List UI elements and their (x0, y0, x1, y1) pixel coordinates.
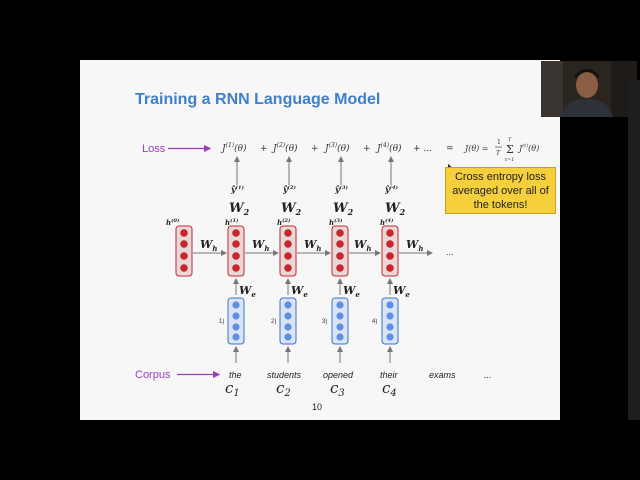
callout-line-1: Cross entropy loss (454, 171, 547, 183)
svg-text:h(2): h(2) (277, 217, 291, 227)
rnn-diagram: Loss J(1)(θ) + J(2)(θ) + J(3)(θ) + J(4)(… (135, 137, 539, 399)
loss-label: Loss (142, 143, 166, 155)
svg-text:J(2)(θ): J(2)(θ) (271, 142, 298, 154)
presenter-image (541, 61, 637, 117)
svg-text:h(4): h(4) (380, 217, 394, 227)
svg-text:We: We (343, 284, 360, 299)
svg-text:2): 2) (271, 319, 276, 325)
word-the: the (229, 370, 242, 380)
svg-text:T: T (496, 150, 501, 157)
svg-text:3): 3) (322, 319, 327, 325)
plus-1: + (260, 144, 268, 154)
slide-title: Training a RNN Language Model (135, 91, 381, 108)
svg-text:J(3)(θ): J(3)(θ) (323, 142, 350, 154)
svg-text:J(1)(θ): J(1)(θ) (220, 142, 247, 154)
svg-text:c4: c4 (382, 379, 397, 399)
svg-text:Wh: Wh (406, 238, 423, 253)
timestep-column-4: ŷ(4) W2 h(4) We 4) (372, 156, 410, 363)
plus-ellipsis: + ... (413, 144, 432, 154)
callout-line-2: averaged over all of (452, 185, 549, 197)
callout-line-3: the tokens! (473, 199, 528, 211)
slide-number: 10 (312, 402, 323, 412)
svg-text:4): 4) (372, 319, 377, 325)
svg-text:ŷ(1): ŷ(1) (230, 184, 245, 194)
timestep-column-3: ŷ(3) W2 h(3) We 3) (322, 156, 360, 363)
svg-text:Wh: Wh (304, 238, 321, 253)
svg-text:J(θ) =: J(θ) = (463, 144, 489, 153)
svg-text:W2: W2 (385, 201, 406, 217)
word-students: students (267, 370, 302, 380)
word-exams: exams (429, 370, 456, 380)
svg-text:W2: W2 (333, 201, 354, 217)
plus-3: + (363, 144, 371, 154)
svg-text:ŷ(3): ŷ(3) (334, 184, 349, 194)
svg-text:ŷ(4): ŷ(4) (384, 184, 399, 194)
svg-text:c2: c2 (276, 379, 291, 399)
corpus-label: Corpus (135, 369, 171, 381)
svg-text:We: We (291, 284, 308, 299)
svg-text:We: We (393, 284, 410, 299)
svg-text:Σ: Σ (506, 143, 514, 156)
total-loss-formula: J(θ) = 1 T T Σ t=1 J(t)(θ) (463, 137, 539, 163)
svg-text:h(1): h(1) (225, 217, 239, 227)
svg-text:Wh: Wh (200, 238, 217, 253)
svg-text:T: T (508, 137, 512, 143)
svg-text:c1: c1 (225, 379, 240, 399)
svg-text:1): 1) (219, 319, 224, 325)
svg-text:h(0): h(0) (166, 217, 180, 227)
svg-text:W2: W2 (229, 201, 250, 217)
plus-2: + (311, 144, 319, 154)
loss-term-4: J(4)(θ) (375, 142, 402, 154)
svg-text:J(4)(θ): J(4)(θ) (375, 142, 402, 154)
loss-term-1: J(1)(θ) (220, 142, 247, 154)
svg-text:ŷ(2): ŷ(2) (282, 184, 297, 194)
slide: Training a RNN Language Model Loss J(1)(… (80, 60, 560, 420)
word-ellipsis: ... (484, 370, 492, 380)
svg-text:c3: c3 (330, 379, 345, 399)
loss-term-3: J(3)(θ) (323, 142, 350, 154)
equals-sign: = (446, 144, 454, 154)
word-their: their (380, 370, 399, 380)
svg-text:Wh: Wh (252, 238, 269, 253)
recurrent-connections: Wh Wh Wh Wh Wh ... (193, 238, 454, 257)
loss-term-2: J(2)(θ) (271, 142, 298, 154)
svg-text:t=1: t=1 (505, 157, 514, 163)
hidden-state-h0: h(0) (166, 217, 193, 277)
corpus-token-labels: c1 c2 c3 c4 (225, 379, 397, 399)
svg-text:h(3): h(3) (329, 217, 343, 227)
presenter-webcam (541, 61, 637, 117)
svg-text:We: We (239, 284, 256, 299)
right-edge-panel (628, 80, 640, 420)
timestep-column-2: ŷ(2) W2 h(2) We 2) (271, 156, 308, 363)
svg-text:W2: W2 (281, 201, 302, 217)
svg-text:1: 1 (497, 139, 501, 146)
svg-text:J(t)(θ): J(t)(θ) (517, 142, 539, 153)
svg-text:...: ... (446, 247, 454, 257)
cross-entropy-callout: Cross entropy loss averaged over all of … (445, 167, 556, 214)
timestep-column-1: ŷ(1) W2 h(1) We 1) (219, 156, 256, 363)
svg-text:Wh: Wh (354, 238, 371, 253)
corpus-words: the students opened their exams ... (229, 370, 492, 380)
word-opened: opened (323, 370, 354, 380)
